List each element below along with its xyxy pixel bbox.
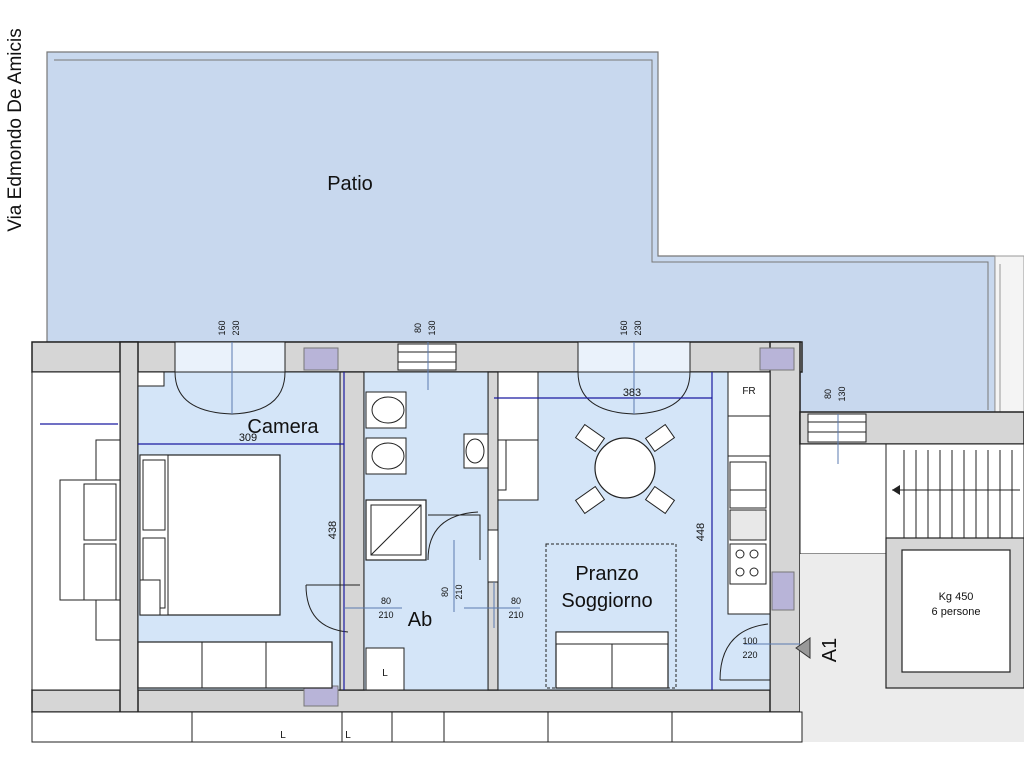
neighbour-units — [31, 371, 803, 743]
opening-bath-door-w: 80 — [440, 587, 450, 597]
room-label-pranzo: Pranzo — [575, 563, 638, 585]
doors — [305, 511, 811, 681]
kitchen-furniture — [497, 371, 771, 615]
dining-table — [574, 423, 676, 515]
opening-living-door-h: 210 — [508, 610, 523, 620]
opening-bath-window-w: 80 — [413, 323, 423, 333]
room-label-bath: Ab — [408, 609, 432, 631]
dim-soggiorno-depth: 448 — [695, 523, 707, 541]
opening-leaders — [231, 342, 839, 645]
lift-persons: 6 persone — [932, 606, 981, 618]
room-label-soggiorno: Soggiorno — [561, 590, 652, 612]
fridge-label: FR — [742, 386, 755, 397]
opening-kitchen-window-w: 80 — [823, 389, 833, 399]
opening-camera-window-w: 160 — [217, 320, 227, 335]
wardrobe — [137, 371, 333, 689]
opening-bath-door-h: 210 — [454, 584, 464, 599]
laundry-label-left: L — [382, 668, 388, 679]
opening-entry-door-h: 220 — [742, 650, 757, 660]
room-label-camera: Camera — [247, 416, 319, 438]
sofa — [545, 543, 677, 689]
bed — [139, 454, 281, 616]
room-label-patio: Patio — [327, 173, 373, 195]
bathroom-fixtures — [365, 391, 489, 691]
opening-camera-window-h: 230 — [231, 320, 241, 335]
dim-soggiorno-width: 383 — [623, 387, 641, 399]
opening-camera-door-h: 210 — [378, 610, 393, 620]
window-openings — [174, 341, 867, 707]
laundry-label-bottom-a: L — [280, 730, 286, 741]
lift-capacity: Kg 450 — [939, 591, 974, 603]
dimension-lines — [40, 372, 713, 690]
opening-kitchen-window-h: 130 — [837, 386, 847, 401]
opening-living-window-w: 160 — [619, 320, 629, 335]
dim-camera-depth: 438 — [327, 521, 339, 539]
laundry-label-bottom-b: L — [345, 730, 351, 741]
dim-camera-width: 309 — [239, 432, 257, 444]
opening-living-window-h: 230 — [633, 320, 643, 335]
opening-camera-door-w: 80 — [381, 596, 391, 606]
opening-bath-window-h: 130 — [427, 320, 437, 335]
opening-living-door-w: 80 — [511, 596, 521, 606]
entrance-label: A1 — [819, 638, 841, 662]
staircase — [799, 443, 1024, 742]
opening-entry-door-w: 100 — [742, 636, 757, 646]
